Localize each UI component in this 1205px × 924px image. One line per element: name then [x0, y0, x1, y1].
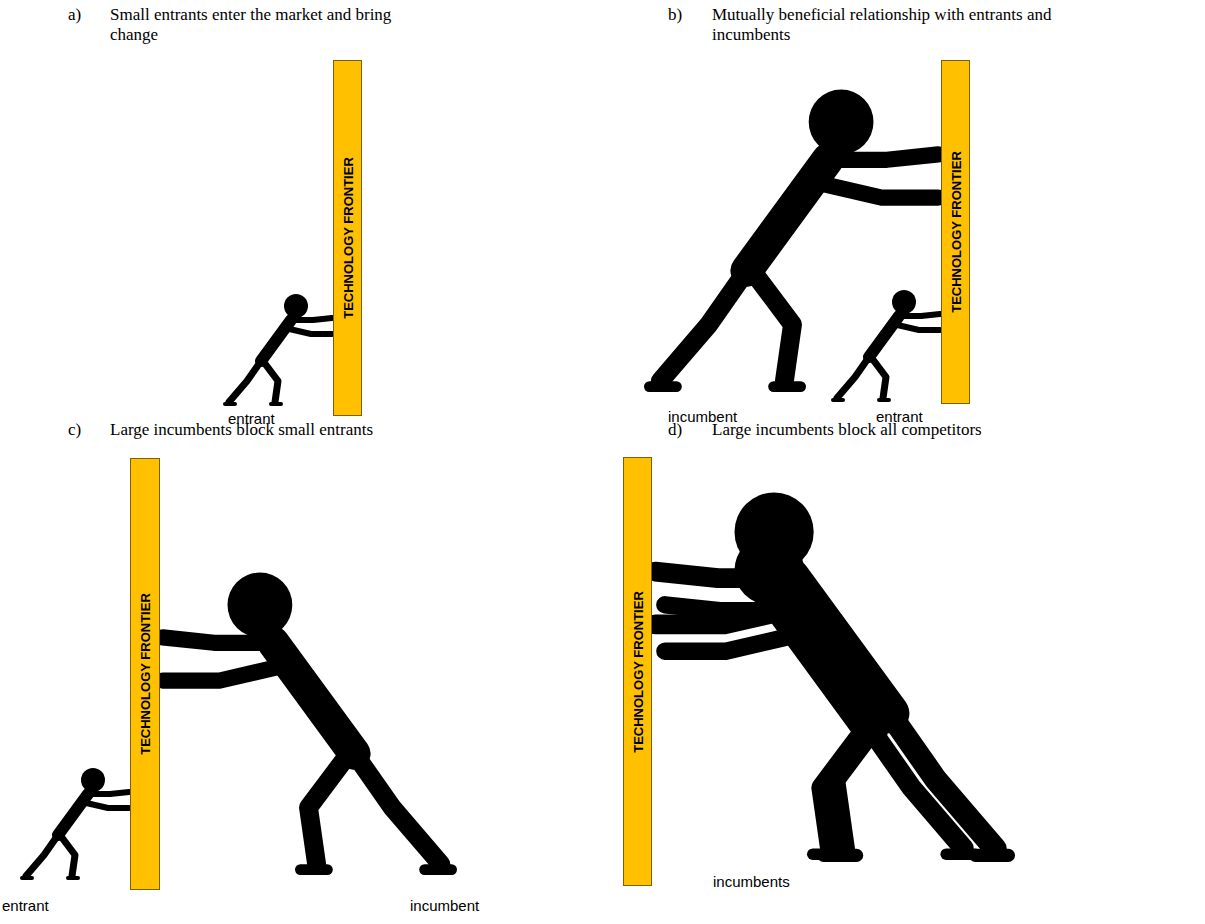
panel-caption: c)	[68, 420, 81, 440]
bar-label: TECHNOLOGY FRONTIER	[630, 591, 645, 753]
panel-caption: Small entrants enter the market and brin…	[110, 5, 440, 45]
technology-frontier-bar: TECHNOLOGY FRONTIER	[941, 60, 970, 404]
figure-label: incumbent	[410, 897, 479, 914]
entrant-figure	[225, 294, 332, 404]
bar-label: TECHNOLOGY FRONTIER	[138, 593, 153, 755]
panel-caption: Large incumbents block small entrants	[110, 420, 510, 440]
bar-label: TECHNOLOGY FRONTIER	[340, 157, 355, 319]
figure-label: entrant	[2, 897, 49, 914]
bar-label: TECHNOLOGY FRONTIER	[948, 151, 963, 313]
panel-caption: a)	[68, 5, 81, 25]
technology-frontier-bar: TECHNOLOGY FRONTIER	[333, 60, 362, 416]
panel-caption: Large incumbents block all competitors	[712, 420, 1132, 440]
incumbent-figure	[655, 492, 1008, 855]
technology-frontier-bar: TECHNOLOGY FRONTIER	[130, 458, 160, 890]
entrant-figure	[833, 290, 940, 400]
figure-label: incumbents	[713, 873, 790, 890]
panel-caption: d)	[668, 420, 682, 440]
technology-frontier-bar: TECHNOLOGY FRONTIER	[623, 457, 652, 886]
entrant-figure	[22, 768, 129, 878]
panel-caption: Mutually beneficial relationship with en…	[712, 5, 1132, 45]
panel-caption: b)	[668, 5, 682, 25]
incumbent-figure	[163, 573, 452, 870]
